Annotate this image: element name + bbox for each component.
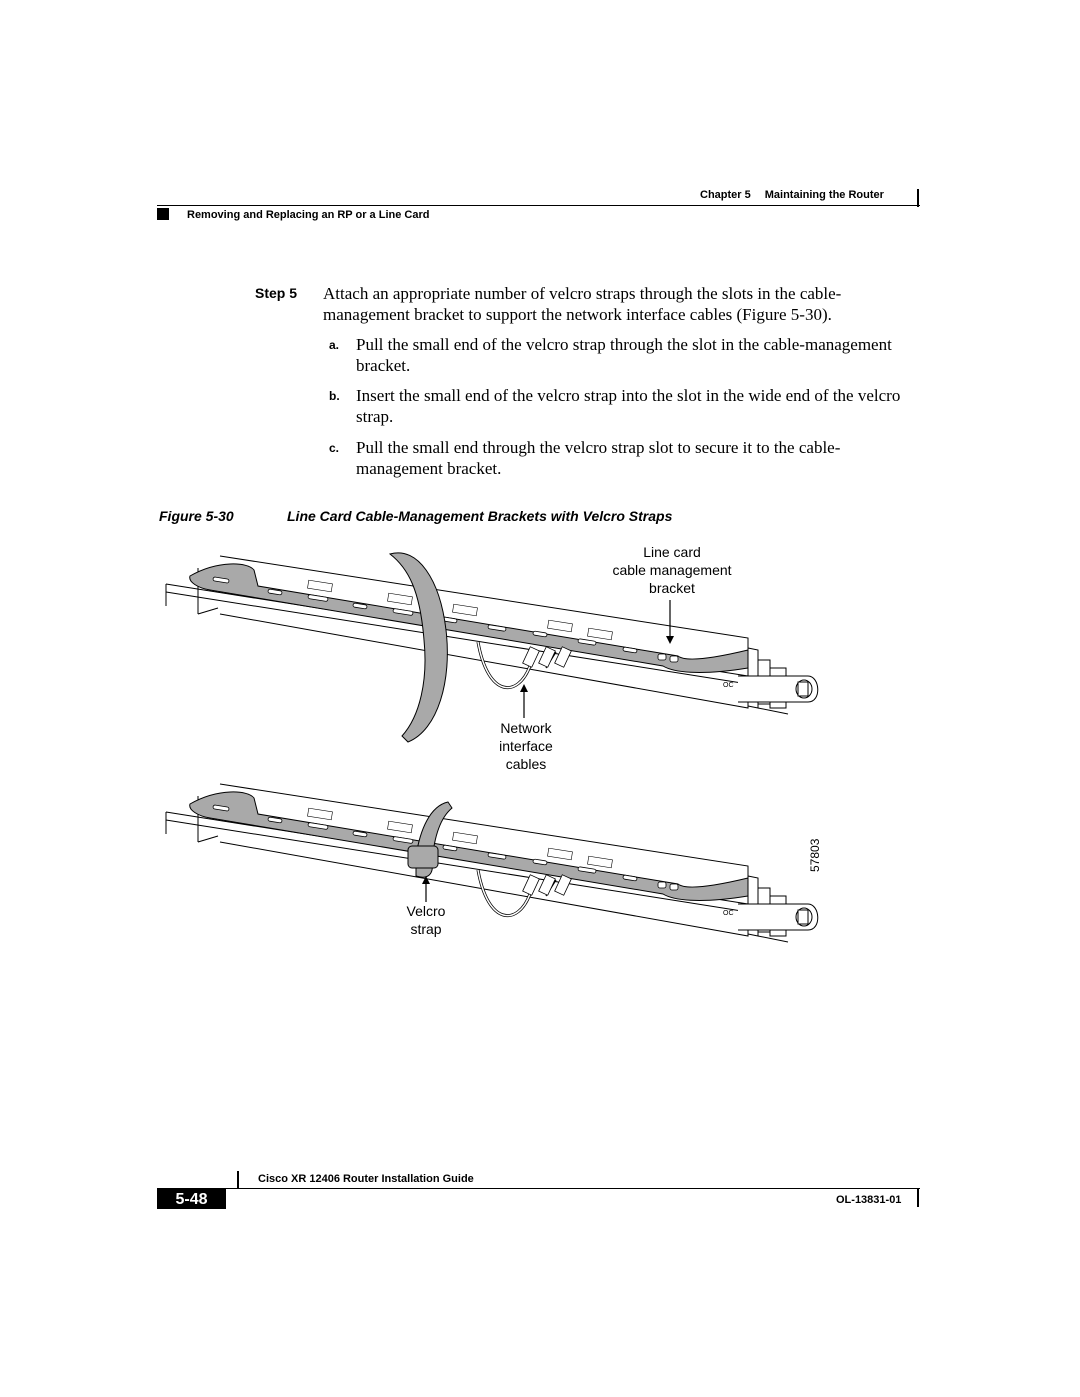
footer-right-bar (917, 1189, 919, 1207)
callout-bracket-line1: Line card (643, 544, 701, 560)
figure-illustration: OC (158, 540, 840, 945)
callout-cables: Network interface cables (474, 719, 578, 773)
substep-b-letter: b. (329, 389, 340, 403)
footer-left-bar (237, 1171, 239, 1189)
substep-a-text: Pull the small end of the velcro strap t… (356, 335, 892, 375)
step-label: Step 5 (255, 285, 298, 301)
callout-bracket-line2: cable management (612, 562, 732, 578)
callout-bracket-line3: bracket (649, 580, 695, 596)
callout-bracket: Line card cable management bracket (592, 543, 752, 597)
header-right-bar (917, 189, 919, 207)
substep-a-letter: a. (329, 338, 340, 352)
substep-c-text: Pull the small end through the velcro st… (356, 438, 841, 478)
callout-strap-line2: strap (410, 921, 442, 937)
figure-title: Line Card Cable-Management Brackets with… (287, 508, 673, 524)
figure-id: 57803 (808, 838, 822, 872)
document-id: OL-13831-01 (836, 1194, 902, 1206)
running-header-section: Removing and Replacing an RP or a Line C… (187, 209, 430, 221)
callout-strap: Velcro strap (386, 902, 466, 938)
open-velcro-strap (388, 552, 448, 743)
chapter-title: Maintaining the Router (764, 189, 884, 201)
header-section-marker (157, 208, 169, 220)
callout-cables-line2: interface (499, 738, 553, 754)
footer-title: Cisco XR 12406 Router Installation Guide (258, 1173, 474, 1185)
substep-b-text: Insert the small end of the velcro strap… (356, 386, 901, 426)
bottom-line-card (164, 782, 820, 944)
running-header-chapter: Chapter 5 Maintaining the Router (700, 189, 898, 201)
line-card-drawing: OC (164, 552, 820, 944)
chapter-label: Chapter 5 (700, 189, 751, 201)
substep-c-letter: c. (329, 441, 340, 455)
page-number: 5-48 (157, 1189, 226, 1209)
callout-strap-line1: Velcro (406, 903, 446, 919)
callout-cables-line1: Network (500, 720, 552, 736)
step-text: Attach an appropriate number of velcro s… (323, 284, 842, 324)
header-rule (157, 205, 920, 206)
callout-cables-line3: cables (505, 756, 547, 772)
figure-number: Figure 5-30 (159, 508, 234, 524)
footer-rule (157, 1188, 920, 1189)
